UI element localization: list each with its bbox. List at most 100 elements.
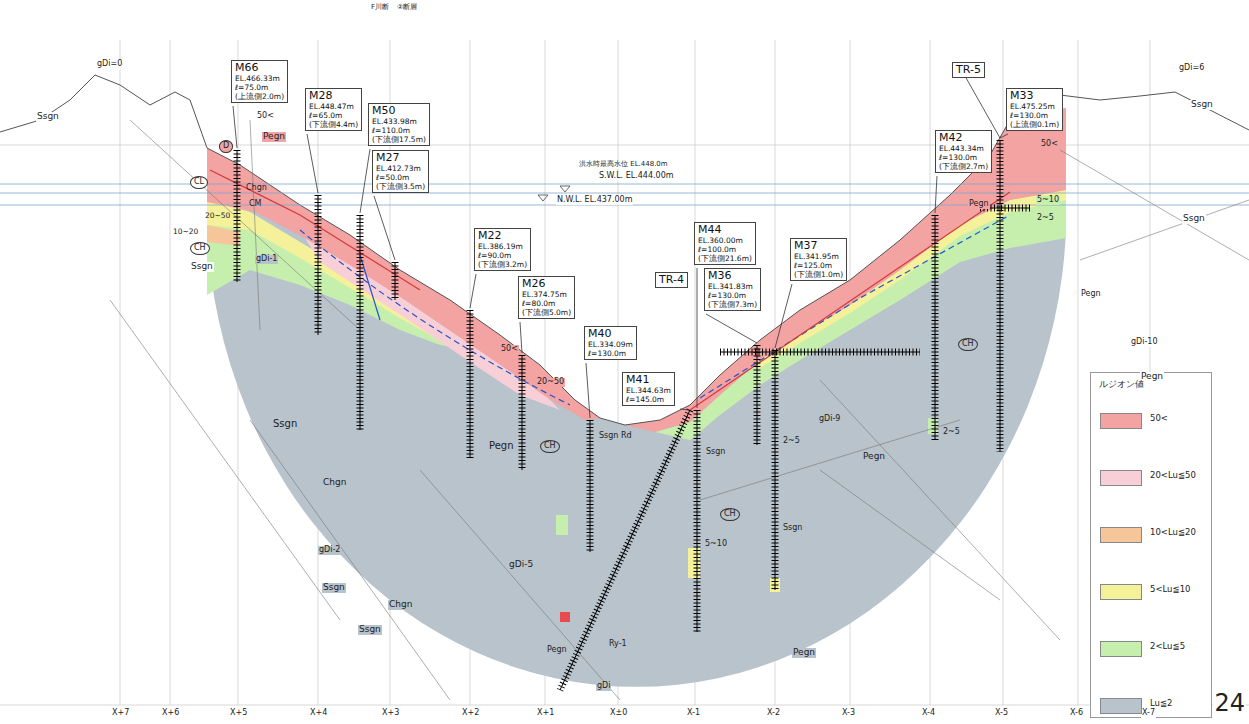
section-line <box>522 355 523 470</box>
borehole-info: (下流側7.3m) <box>708 300 757 309</box>
section-line <box>680 409 689 410</box>
section-line <box>120 40 121 705</box>
section-line <box>720 349 920 356</box>
section-line <box>754 345 761 445</box>
section-line <box>935 215 936 440</box>
section-label: X+2 <box>461 709 480 718</box>
borehole-info: EL.341.95m <box>794 252 843 261</box>
section-line <box>470 310 471 458</box>
section-label: gDi-9 <box>818 415 841 424</box>
section-label: X-7 <box>1141 709 1156 718</box>
section-label: 2~5 <box>1036 214 1055 223</box>
section-rect <box>688 548 700 578</box>
legend-swatch <box>1100 470 1142 486</box>
section-label: Pegn <box>862 452 886 462</box>
section-label: gDi-10 <box>1130 338 1159 347</box>
page-number: 24 <box>1213 690 1246 716</box>
section-line <box>820 380 1060 640</box>
section-line <box>0 193 1249 194</box>
section-line <box>1000 140 1001 452</box>
section-line <box>467 310 474 458</box>
borehole-info: ℓ=130.0m <box>708 291 757 300</box>
borehole-info: ℓ=65.0m <box>309 111 358 120</box>
borehole-name: M36 <box>708 270 757 282</box>
section-line <box>997 140 1004 452</box>
borehole-info: (下流側3.2m) <box>478 260 527 269</box>
water-levels <box>0 184 1249 205</box>
section-label: ②断層 <box>396 4 418 12</box>
borehole-box: M22EL.386.19mℓ=90.0m(下流側3.2m) <box>474 228 531 271</box>
groundwater-lines <box>210 170 1010 410</box>
borehole-info: ℓ=80.0m <box>522 299 571 308</box>
rock-class-mark: CH <box>190 242 210 255</box>
section-line <box>234 150 241 282</box>
borehole-info: EL.443.34m <box>939 144 988 153</box>
borehole-name: M37 <box>794 240 843 252</box>
section-line <box>935 176 937 213</box>
section-line <box>357 215 364 430</box>
borehole-info: EL.360.00m <box>698 236 752 245</box>
section-label: gDi-2 <box>318 546 341 555</box>
borehole-name: M42 <box>939 132 988 144</box>
fault-lines <box>110 120 1249 700</box>
section-label: Ssgn <box>358 625 382 635</box>
section-label: 50< <box>500 345 519 354</box>
leader-lines <box>233 76 1008 418</box>
borehole-info: (下流側3.5m) <box>376 182 425 191</box>
section-line <box>470 274 476 308</box>
borehole-box: M44EL.360.00mℓ=100.0m(下流側21.6m) <box>694 222 756 265</box>
section-label: X-4 <box>921 709 936 718</box>
borehole-box: M28EL.448.47mℓ=65.0m(下流側4.4m) <box>305 88 362 131</box>
section-line <box>233 106 237 148</box>
borehole-info: (上流側2.0m) <box>235 92 284 101</box>
section-line <box>1060 150 1249 260</box>
section-line <box>170 40 171 705</box>
borehole-box: M36EL.341.83mℓ=130.0m(下流側7.3m) <box>704 268 761 311</box>
borehole-info: ℓ=125.0m <box>794 261 843 270</box>
section-line <box>307 134 318 193</box>
section-line <box>775 284 792 348</box>
section-label: Ssgn <box>1182 214 1206 224</box>
borehole-name: M40 <box>588 328 633 340</box>
section-label: Ssgn Rd <box>598 432 633 441</box>
borehole-info: EL.334.09m <box>588 340 633 349</box>
section-label: gDi-1 <box>255 255 278 264</box>
borehole-info: EL.341.83m <box>708 282 757 291</box>
section-line <box>0 184 1249 185</box>
borehole-info: ℓ=130.0m <box>1010 111 1059 120</box>
section-line <box>560 410 690 690</box>
section-label: Pegn <box>488 440 515 451</box>
section-line <box>720 352 920 353</box>
borehole-name: M44 <box>698 224 752 236</box>
legend-text: 10<Lu≦20 <box>1150 528 1196 537</box>
borehole-name: M28 <box>309 90 358 102</box>
section-line <box>820 470 1000 600</box>
section-label: 5~10 <box>1036 196 1060 205</box>
section-polygon <box>207 225 240 246</box>
section-label: Ssgn <box>322 583 346 593</box>
section-label: CM <box>248 200 263 209</box>
grid <box>0 40 1249 705</box>
legend-text: Lu≦2 <box>1150 699 1173 708</box>
section-line <box>1078 40 1079 705</box>
section-label: X+6 <box>161 709 180 718</box>
borehole-info: ℓ=50.0m <box>376 173 425 182</box>
section-label: Pegn <box>968 200 990 209</box>
borehole-name: M41 <box>626 374 671 386</box>
legend-text: 50< <box>1150 414 1168 423</box>
borehole-info: EL.386.19m <box>478 242 527 251</box>
section-line <box>697 268 698 408</box>
section-label: X-2 <box>766 709 781 718</box>
lugeon-low-zone <box>207 108 1066 687</box>
borehole-info: (上流側0.1m) <box>1010 120 1059 129</box>
section-line <box>1080 200 1249 260</box>
section-label: Pegn <box>792 648 816 658</box>
borehole-info: EL.475.25m <box>1010 102 1059 111</box>
section-line <box>374 196 395 260</box>
section-polygon <box>538 195 548 201</box>
legend-swatch <box>1100 413 1142 429</box>
section-line <box>519 355 526 470</box>
borehole-info: ℓ=130.0m <box>939 153 988 162</box>
section-label: Pegn <box>546 646 568 655</box>
section-label: Ssgn <box>272 418 298 429</box>
